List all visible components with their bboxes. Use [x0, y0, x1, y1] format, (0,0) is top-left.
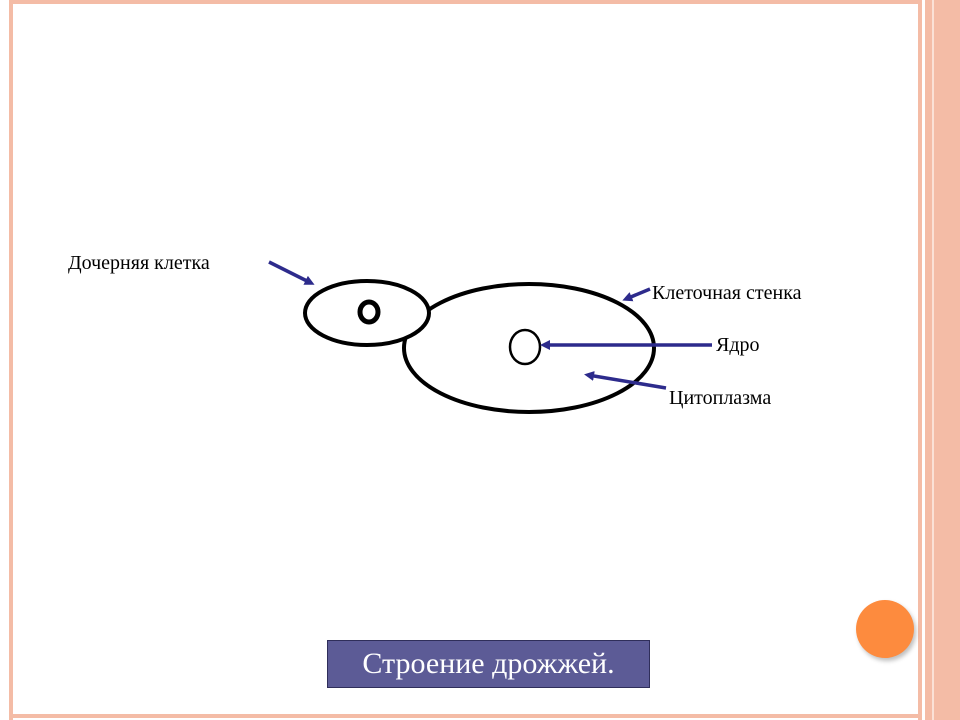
label-cell-wall: Клеточная стенка	[652, 282, 802, 304]
arrow-cell-wall	[622, 287, 651, 302]
right-stripe	[934, 0, 960, 720]
slide-frame-bottom	[9, 714, 918, 718]
decorative-orange-circle	[856, 600, 914, 658]
nucleus	[508, 328, 542, 366]
right-stripe	[925, 0, 932, 720]
label-cytoplasm: Цитоплазма	[669, 387, 772, 409]
daughter-nucleus	[357, 299, 381, 325]
arrow-daughter-cell	[268, 260, 315, 285]
label-nucleus: Ядро	[716, 334, 760, 356]
slide-frame-top	[9, 0, 918, 4]
label-daughter-cell: Дочерняя клетка	[68, 252, 210, 274]
diagram-caption: Строение дрожжей.	[327, 640, 650, 688]
arrow-cytoplasm	[584, 371, 667, 390]
right-stripe	[922, 0, 925, 720]
slide-frame-left	[9, 0, 13, 720]
right-stripe	[918, 0, 922, 720]
right-stripe	[932, 0, 934, 720]
